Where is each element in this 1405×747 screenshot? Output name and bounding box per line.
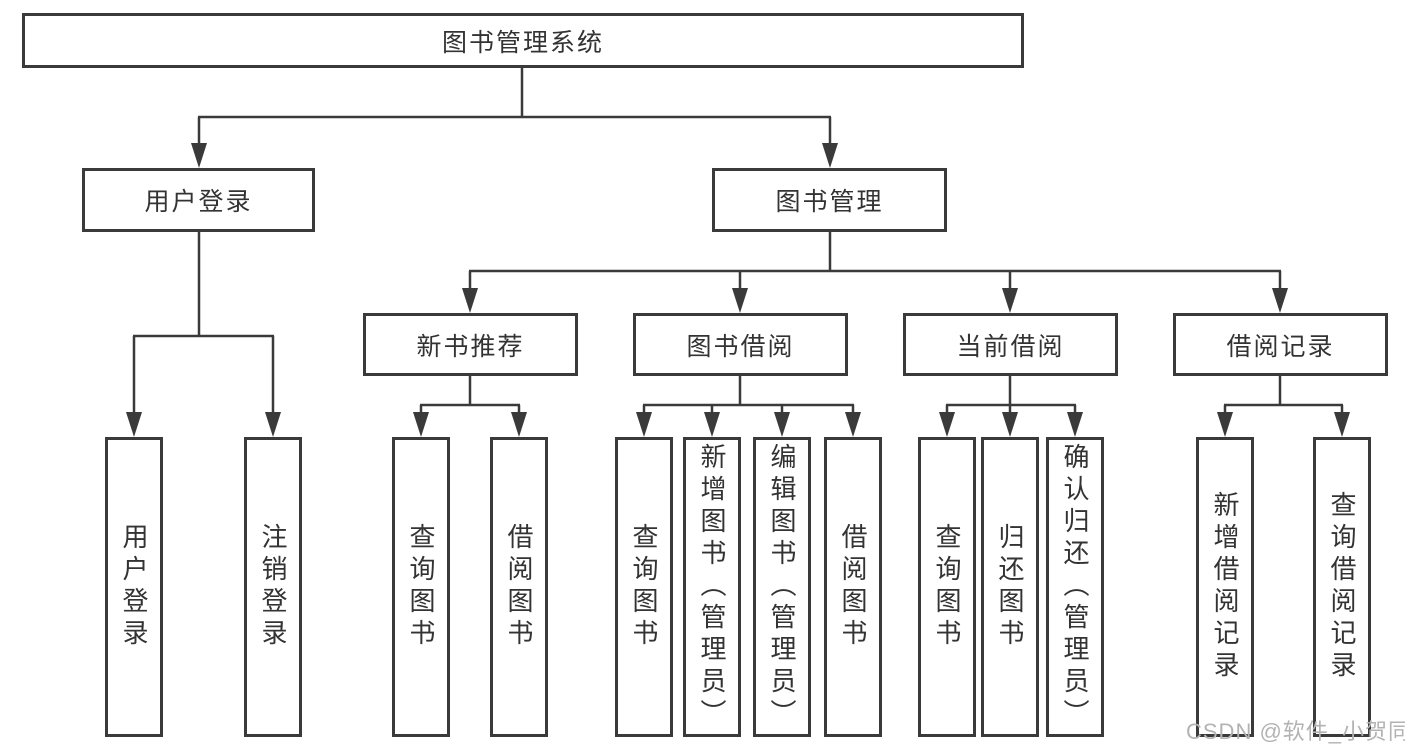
node-label: 新书推荐 — [416, 332, 525, 361]
node-label: 查询图书 — [629, 523, 659, 651]
node-label: 用户登录 — [144, 188, 253, 216]
node-label: 用户登录 — [119, 523, 149, 651]
node-label: 借阅图书 — [838, 523, 868, 651]
leaf-return-books: 归还图书 — [981, 437, 1039, 737]
node-label: 查询图书 — [932, 523, 962, 651]
node-label: 确认归还（管理员） — [1060, 443, 1090, 731]
node-label: 注销登录 — [258, 523, 288, 651]
node-label: 新增图书（管理员） — [697, 443, 727, 731]
node-current-borrow: 当前借阅 — [903, 313, 1118, 376]
node-borrow-records: 借阅记录 — [1173, 313, 1388, 376]
node-label: 查询借阅记录 — [1327, 491, 1357, 683]
node-library-system: 图书管理系统 — [22, 13, 1024, 68]
leaf-add-borrow-record: 新增借阅记录 — [1196, 437, 1254, 737]
leaf-user-login: 用户登录 — [105, 437, 163, 737]
leaf-borrow-books: 借阅图书 — [824, 437, 882, 737]
node-label: 归还图书 — [995, 523, 1025, 651]
leaf-query-borrow-record: 查询借阅记录 — [1313, 437, 1371, 737]
leaf-borrow-books-recommend: 借阅图书 — [490, 437, 548, 737]
node-label: 图书管理 — [775, 188, 884, 216]
leaf-query-books-recommend: 查询图书 — [392, 437, 450, 737]
leaf-logout: 注销登录 — [244, 437, 302, 737]
leaf-query-books-borrow: 查询图书 — [615, 437, 673, 737]
leaf-edit-books-admin: 编辑图书（管理员） — [753, 437, 811, 737]
watermark-text: CSDN @软件_小贺同学 — [1186, 719, 1405, 744]
node-user-login: 用户登录 — [82, 168, 315, 232]
node-new-book-recommend: 新书推荐 — [363, 313, 578, 376]
node-label: 当前借阅 — [956, 332, 1065, 361]
node-label: 新增借阅记录 — [1210, 491, 1240, 683]
node-label: 图书借阅 — [686, 332, 795, 361]
node-book-borrow: 图书借阅 — [633, 313, 848, 376]
leaf-query-books-current: 查询图书 — [918, 437, 976, 737]
node-label: 编辑图书（管理员） — [767, 443, 797, 731]
node-label: 图书管理系统 — [441, 28, 604, 57]
node-label: 借阅记录 — [1226, 332, 1335, 361]
leaf-add-books-admin: 新增图书（管理员） — [683, 437, 741, 737]
node-label: 借阅图书 — [504, 523, 534, 651]
node-book-management: 图书管理 — [712, 168, 947, 232]
node-label: 查询图书 — [406, 523, 436, 651]
leaf-confirm-return-admin: 确认归还（管理员） — [1046, 437, 1104, 737]
